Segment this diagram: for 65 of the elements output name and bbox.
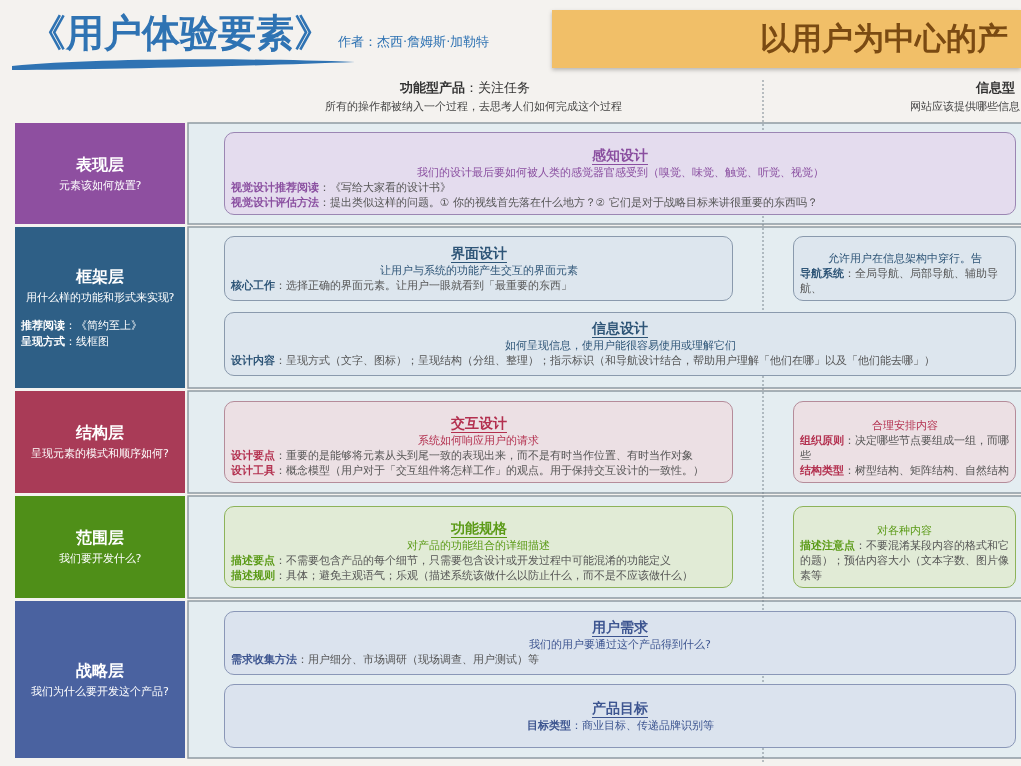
layer-name: 战略层	[75, 660, 125, 682]
layer-name: 结构层	[75, 423, 125, 444]
column-heading: 信息型	[976, 79, 1015, 97]
layer-question: 呈现元素的模式和顺序如何?	[30, 446, 170, 461]
box-title: 交互设计	[450, 415, 507, 433]
design-box	[224, 611, 1016, 675]
box-subtitle: 合理安排内容	[870, 418, 939, 433]
layer-box	[15, 391, 185, 493]
box-subtitle: 我们的设计最后要如何被人类的感觉器官感受到（嗅觉、味觉、触觉、听觉、视觉）	[415, 165, 825, 180]
box-subtitle: 对各种内容	[876, 523, 933, 538]
layer-question: 我们要开发什么?	[57, 551, 143, 566]
box-text: 导航系统：全局导航、局部导航、辅助导航、	[800, 266, 999, 296]
design-box	[224, 684, 1016, 748]
author-text: 作者：杰西·詹姆斯·加勒特	[338, 33, 490, 51]
box-title: 界面设计	[450, 244, 507, 263]
box-text: 需求收集方法：用户细分、市场调研（现场调查、用户测试）等	[231, 652, 540, 667]
design-box	[224, 312, 1016, 376]
layer-box	[15, 227, 185, 388]
layer-name: 范围层	[75, 528, 125, 549]
banner	[552, 10, 1021, 68]
box-subtitle: 目标类型：商业目标、传递品牌识别等	[525, 717, 715, 733]
box-title: 产品目标	[592, 699, 648, 718]
layer-box	[15, 601, 185, 758]
box-text: 视觉设计评估方法：提出类似这样的问题。① 你的视线首先落在什么地方？② 它们是对于战略目标来讲很重要的东西吗？	[231, 195, 819, 210]
layer-box	[15, 123, 185, 224]
column-subheading: 所有的操作都被纳入一个过程，去思考人们如何完成这个过程	[325, 99, 622, 114]
layer-question: 用什么样的功能和形式来实现?	[24, 289, 176, 305]
layer-name: 框架层	[75, 266, 125, 288]
box-subtitle: 允许用户在信息架构中穿行。告	[826, 251, 983, 266]
layer-question: 我们为什么要开发这个产品?	[30, 683, 170, 699]
box-text: 设计内容：呈现方式（文字、图标）；呈现结构（分组、整理）；指示标识（和导航设计结合，帮助用户理解「他们在哪」以及「他们能去哪」）	[231, 353, 936, 368]
box-text: 设计要点：重要的是能够将元素从头到尾一致的表现出来，而不是有时当作位置、有时当作对象	[231, 448, 694, 463]
column-heading: 功能型产品：关注任务	[400, 79, 530, 97]
column-subheading: 网站应该提供哪些信息	[910, 99, 1020, 114]
box-text: 描述要点：不需要包含产品的每个细节，只需要包含设计或开发过程中可能混淆的功能定义	[231, 553, 672, 568]
box-text: 结构类型：树型结构、矩阵结构、自然结构	[800, 463, 1009, 478]
box-subtitle: 我们的用户要通过这个产品得到什么?	[528, 637, 712, 652]
box-text: 组织原则：决定哪些节点要组成一组，而哪些	[800, 433, 1009, 463]
title: 《用户体验要素》	[28, 10, 332, 57]
box-text: 核心工作：选择正确的界面元素。让用户一眼就看到「最重要的东西」	[231, 277, 573, 293]
layer-box	[15, 496, 185, 598]
design-box	[224, 132, 1016, 215]
design-box	[224, 506, 733, 588]
design-box	[793, 236, 1016, 301]
box-subtitle: 对产品的功能组合的详细描述	[406, 538, 551, 553]
design-box	[224, 401, 733, 483]
box-text: 描述注意点：不要混淆某段内容的格式和它的题）；预估内容大小（文本字数、图片像素等	[800, 538, 1009, 583]
design-box	[224, 236, 733, 301]
layer-question: 元素该如何放置?	[57, 177, 143, 193]
box-text: 描述规则：具体；避免主观语气；乐观（描述系统该做什么以防止什么，而不是不应该做什么）	[231, 568, 694, 583]
design-box	[793, 401, 1016, 483]
box-title: 感知设计	[592, 147, 648, 165]
box-title: 信息设计	[592, 320, 648, 338]
note-text: 推荐阅读：《简约至上》	[21, 318, 143, 333]
box-text: 设计工具：概念模型（用户对于「交互组件将怎样工作」的观点。用于保持交互设计的一致性。）	[231, 463, 705, 478]
box-subtitle: 系统如何响应用户的请求	[417, 433, 540, 448]
note-text: 呈现方式：线框图	[21, 334, 110, 349]
box-text: 视觉设计推荐阅读：《写给大家看的设计书》	[231, 180, 452, 195]
layer-name: 表现层	[75, 154, 125, 176]
design-box	[793, 506, 1016, 588]
banner-title: 以用户为中心的产	[760, 19, 1008, 58]
box-subtitle: 让用户与系统的功能产生交互的界面元素	[378, 262, 579, 278]
box-title: 用户需求	[592, 619, 648, 637]
box-subtitle: 如何呈现信息，使用户能很容易使用或理解它们	[503, 338, 737, 353]
box-title: 功能规格	[450, 520, 507, 538]
